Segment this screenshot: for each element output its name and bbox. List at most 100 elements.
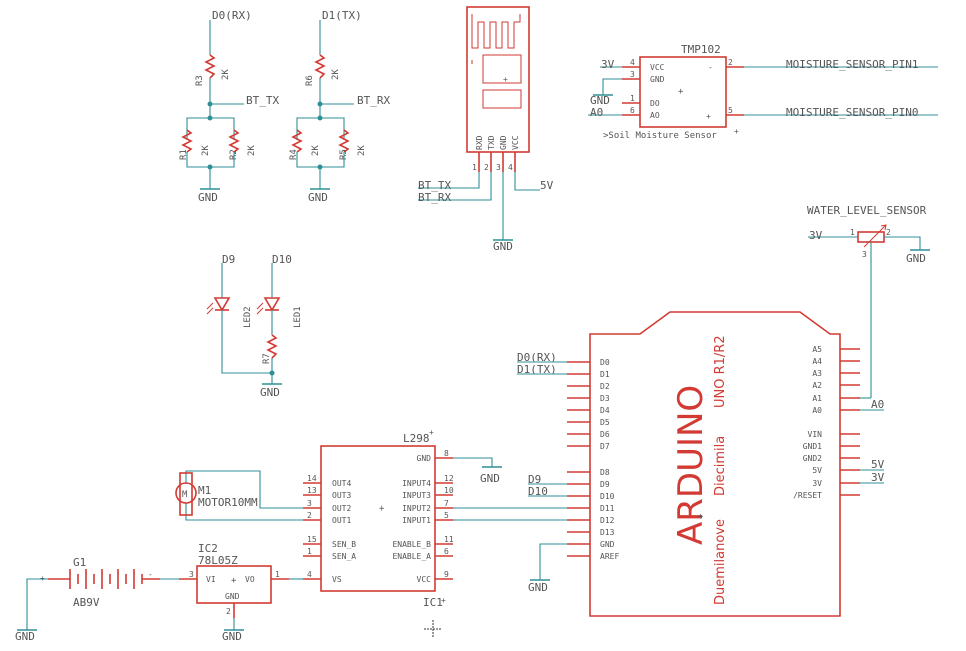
net-5v-ard: 5V: [871, 458, 885, 471]
net-moisture-pin1: MOISTURE_SENSOR_PIN1: [786, 58, 918, 71]
net-3v-ard: 3V: [871, 471, 885, 484]
led1-symbol: [263, 297, 281, 312]
l298-right-pins: 8GND12INPUT410INPUT37INPUT25INPUT111ENAB…: [392, 449, 453, 584]
arduino-pin-d2: D2: [600, 382, 610, 391]
l298-pin-num-15: 15: [307, 535, 317, 544]
gnd-label-wl: GND: [906, 252, 926, 265]
net-d10-ard: D10: [528, 485, 548, 498]
ms-pin-minus: -: [708, 63, 713, 72]
resistor-r1-name: R1: [179, 149, 189, 160]
gnd-label-ard: GND: [528, 581, 548, 594]
resistor-r6-value: 2K: [331, 69, 341, 80]
net-d0-rx-ard: D0(RX): [517, 351, 557, 364]
l298-pin-num-6: 6: [444, 547, 449, 556]
resistor-r1-value: 2K: [201, 145, 211, 156]
ms-pin-do: DO: [650, 99, 660, 108]
arduino-model: UNO R1/R2: [713, 335, 728, 408]
svg-text:+: +: [441, 596, 446, 605]
net-3v-ms: 3V: [601, 58, 615, 71]
arduino-subtitle-1: Diecimila: [713, 436, 728, 496]
ms-pin-num-2: 2: [728, 58, 733, 67]
bluetooth-module-body: [466, 6, 530, 153]
l298-pin-num-11: 11: [444, 535, 454, 544]
arduino-pin-reset: /RESET: [793, 491, 822, 500]
l298-pin-out3: OUT3: [332, 491, 351, 500]
resistor-r2: [228, 129, 240, 153]
l298-pin-input4: INPUT4: [402, 479, 431, 488]
l298-pin-out4: OUT4: [332, 479, 351, 488]
l298-pin-sen_a: SEN_A: [332, 552, 356, 561]
net-bt-tx-label-1: BT_TX: [246, 94, 279, 107]
moisture-sensor-label: >Soil Moisture Sensor: [603, 131, 717, 141]
arduino-pin-d13: D13: [600, 528, 615, 537]
arduino-pin-a4: A4: [812, 357, 822, 366]
regulator-vi: VI: [206, 575, 216, 584]
gnd-label-ms: GND: [590, 94, 610, 107]
l298-pin-enable_b: ENABLE_B: [392, 540, 431, 549]
bt-pin-num-3: 3: [496, 163, 501, 172]
svg-text:+: +: [429, 428, 434, 437]
ms-pin-num-1: 1: [630, 94, 635, 103]
l298-pin-input3: INPUT3: [402, 491, 431, 500]
arduino-pin-a1: A1: [812, 394, 822, 403]
resistor-r4: [291, 129, 303, 153]
ms-pin-num-4: 4: [630, 58, 635, 67]
svg-text:+: +: [734, 127, 739, 136]
led2-symbol: [213, 297, 231, 312]
arduino-pin-vin: VIN: [808, 430, 823, 439]
arduino-board: ARDUINO UNO R1/R2 Diecimila Duemilanove …: [456, 311, 885, 617]
arduino-pin-3v: 3V: [812, 479, 822, 488]
wl-pin-2: 2: [886, 228, 891, 237]
svg-text:+: +: [379, 504, 385, 514]
moisture-sensor-body: [639, 56, 727, 128]
l298-pin-num-10: 10: [444, 486, 454, 495]
resistor-r1: [181, 129, 193, 153]
regulator-value: 78L05Z: [198, 554, 238, 567]
arduino-outline: [589, 311, 841, 617]
svg-text:+: +: [503, 75, 508, 84]
ms-pin-num-3: 3: [630, 70, 635, 79]
l298-pin-gnd: GND: [417, 454, 432, 463]
l298-pin-enable_a: ENABLE_A: [392, 552, 431, 561]
arduino-pin-a5: A5: [812, 345, 822, 354]
l298-pin-num-3: 3: [307, 499, 312, 508]
resistor-r2-value: 2K: [247, 145, 257, 156]
arduino-pin-5v: 5V: [812, 466, 822, 475]
resistor-r5-value: 2K: [357, 145, 367, 156]
battery-value: AB9V: [73, 596, 100, 609]
resistor-r3-value: 2K: [221, 69, 231, 80]
motor-m1: M M1 MOTOR10MM: [175, 470, 303, 521]
gnd-label-reg: GND: [222, 630, 242, 643]
net-3v-wl: 3V: [809, 229, 823, 242]
l298-pin-num-5: 5: [444, 511, 449, 520]
net-d0-rx-label: D0(RX): [212, 9, 252, 22]
net-bt-tx-label-2: BT_TX: [418, 179, 451, 192]
arduino-pin-d3: D3: [600, 394, 610, 403]
arduino-pin-d8: D8: [600, 468, 610, 477]
arduino-pin-d0: D0: [600, 358, 610, 367]
motor-value: MOTOR10MM: [198, 496, 258, 509]
gnd-label-l298: GND: [480, 472, 500, 485]
arduino-pin-d11: D11: [600, 504, 615, 513]
ms-pin-plus: +: [706, 112, 711, 121]
ms-pin-vcc: VCC: [650, 63, 665, 72]
resistor-r7-name: R7: [262, 353, 272, 364]
arduino-title: ARDUINO: [671, 385, 711, 545]
ms-pin-ao: AO: [650, 111, 660, 120]
l298-ref: IC1: [423, 596, 443, 609]
ms-pin-num-5: 5: [728, 106, 733, 115]
gnd-label-battery: GND: [15, 630, 35, 643]
battery-ref: G1: [73, 556, 86, 569]
resistor-r3-name: R3: [195, 75, 205, 86]
regulator-ref: IC2: [198, 542, 218, 555]
l298-pin-out2: OUT2: [332, 504, 351, 513]
net-moisture-pin0: MOISTURE_SENSOR_PIN0: [786, 106, 918, 119]
resistor-r3: [204, 54, 216, 79]
bt-pin-txd: TXD: [487, 135, 496, 150]
voltage-divider-rx: D0(RX) R3 2K BT_TX R1 2K R2 2K GND: [179, 9, 279, 204]
arduino-pin-d5: D5: [600, 418, 610, 427]
water-level-sensor-name: WATER_LEVEL_SENSOR: [807, 204, 927, 217]
